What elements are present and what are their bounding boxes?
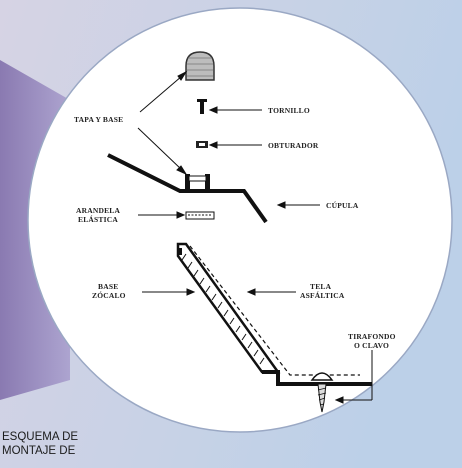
label-base: BASE xyxy=(98,282,118,291)
tapa-cap xyxy=(185,51,215,81)
tirafondo-part xyxy=(310,372,334,413)
label-arandela: ARANDELA xyxy=(76,206,120,215)
label-tirafondo: TIRAFONDO xyxy=(348,332,396,341)
caption: ESQUEMA DE MONTAJE DE xyxy=(2,430,152,458)
caption-line-2: MONTAJE DE xyxy=(2,445,76,457)
base-zocalo-part xyxy=(176,242,372,386)
label-tapa-y-base: TAPA Y BASE xyxy=(74,115,123,124)
leader-lines xyxy=(137,70,373,404)
label-tela: TELA xyxy=(310,282,332,291)
caption-line-1: ESQUEMA DE xyxy=(2,431,79,443)
diagram-circle xyxy=(27,7,453,433)
tela-asfaltica-line xyxy=(189,245,360,376)
label-zocalo: ZÓCALO xyxy=(92,290,126,300)
label-o-clavo: O CLAVO xyxy=(354,341,389,350)
label-tornillo: TORNILLO xyxy=(268,106,310,115)
label-asfaltica: ASFÁLTICA xyxy=(300,290,345,300)
cupula-part xyxy=(107,153,268,224)
label-cupula: CÚPULA xyxy=(326,200,359,210)
tornillo-screw xyxy=(197,99,207,114)
arandela-part xyxy=(185,211,215,220)
label-obturador: OBTURADOR xyxy=(268,141,319,150)
label-elastica: ELÁSTICA xyxy=(78,214,118,224)
